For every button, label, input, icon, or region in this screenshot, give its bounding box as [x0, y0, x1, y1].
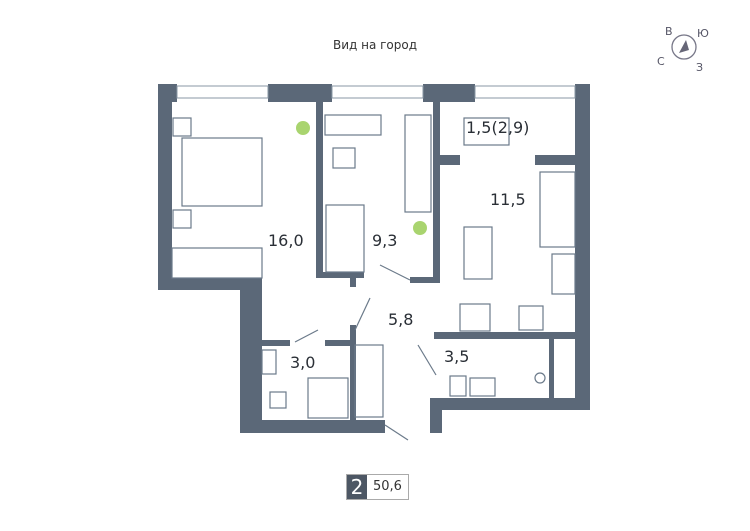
compass-south: Ю	[697, 27, 709, 40]
apartment-summary-badge: 2 50,6	[346, 474, 409, 500]
plant-icon	[413, 221, 427, 235]
furniture	[171, 114, 576, 441]
area-wc: 3,5	[444, 347, 469, 366]
area-hallway: 5,8	[388, 310, 413, 329]
stove-icon	[551, 253, 576, 295]
wc-toilet-icon	[449, 375, 467, 397]
walls	[158, 84, 590, 433]
windows	[176, 85, 576, 99]
wardrobe-icon	[171, 247, 263, 279]
compass-west: З	[696, 61, 704, 74]
entrance-door	[384, 424, 409, 441]
door-bathroom	[294, 329, 319, 343]
area-bedroom: 16,0	[268, 231, 304, 250]
compass-east: В	[665, 25, 673, 38]
wc-sink-icon	[469, 377, 496, 397]
washbasin-icon	[261, 349, 277, 375]
sink-icon	[518, 305, 544, 331]
total-area: 50,6	[373, 479, 402, 494]
fridge-icon	[459, 303, 491, 332]
door-closet	[354, 297, 371, 331]
compass: В Ю С З	[655, 25, 715, 75]
plants	[296, 121, 427, 235]
hallway-closet-icon	[354, 344, 384, 418]
area-study: 9,3	[372, 231, 397, 250]
compass-north: С	[657, 55, 665, 68]
bed-icon	[181, 137, 263, 207]
rooms-count: 2	[347, 475, 367, 499]
dining-table-icon	[463, 226, 493, 280]
single-bed-icon	[325, 204, 365, 273]
area-balcony: 1,5(2,9)	[466, 118, 529, 137]
plant-icon	[296, 121, 310, 135]
balcony-table-icon	[463, 117, 510, 146]
sofa-icon	[539, 171, 576, 248]
water-heater-icon	[534, 372, 546, 384]
room-areas: 16,0 9,3 1,5(2,9) 11,5 5,8 3,0 3,5	[268, 118, 529, 372]
door-study	[379, 264, 411, 281]
closet-icon	[404, 114, 432, 213]
area-bathroom: 3,0	[290, 353, 315, 372]
door-wc	[417, 344, 437, 376]
shower-icon	[307, 377, 349, 419]
area-kitchen-living: 11,5	[490, 190, 526, 209]
compass-rose-icon	[671, 34, 697, 60]
chair-icon	[332, 147, 356, 169]
desk-icon	[324, 114, 382, 136]
toilet-icon	[269, 391, 287, 409]
view-label: Вид на город	[332, 38, 418, 52]
